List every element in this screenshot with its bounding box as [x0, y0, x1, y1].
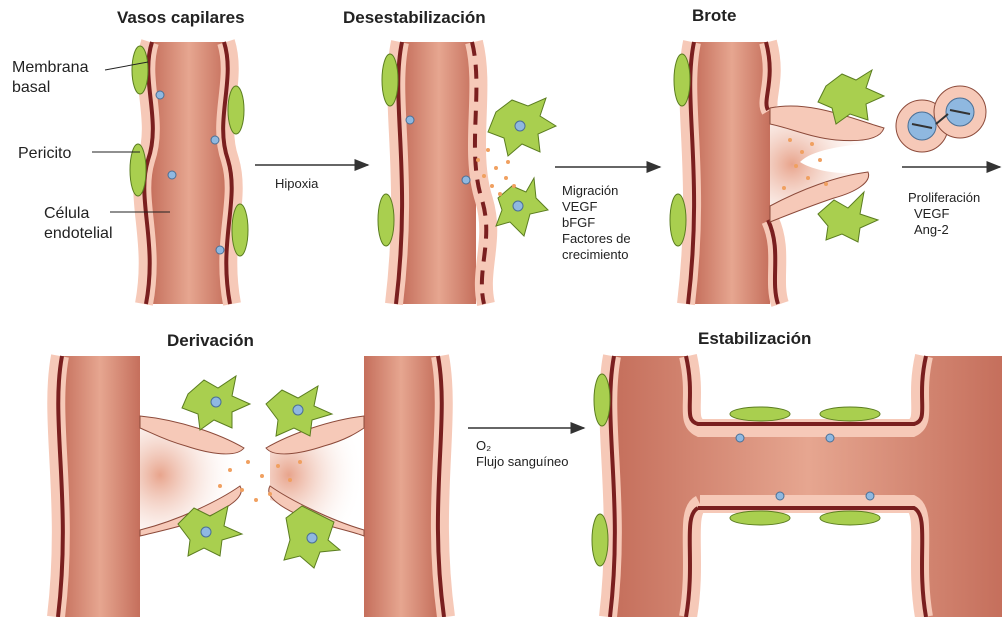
title-shunt: Derivación: [167, 331, 254, 351]
panel-shunt: [56, 356, 446, 617]
arrow-label-hypoxia: Hipoxia: [275, 176, 318, 192]
arrow-text: O₂: [476, 438, 569, 454]
panel-stabilization: [592, 356, 1002, 617]
arrow-text: VEGF: [562, 199, 631, 215]
arrow-text: VEGF: [908, 206, 980, 222]
pericyte: [132, 46, 148, 94]
label-endothelial-cell: Célula endotelial: [44, 204, 140, 244]
right-vessel-wall: [474, 42, 488, 304]
arrow-text: Proliferación: [908, 190, 980, 206]
arrow-text: Factores de: [562, 231, 631, 247]
pericyte: [820, 407, 880, 421]
label-pericyte: Pericito: [18, 144, 71, 164]
nucleus: [211, 397, 221, 407]
vessel-lumen: [60, 356, 140, 617]
arrow-text: crecimiento: [562, 247, 631, 263]
arrow-label-flow: O₂ Flujo sanguíneo: [476, 438, 569, 470]
vessel-lumen: [402, 42, 476, 304]
arrow-text: Migración: [562, 183, 631, 199]
pericyte: [378, 194, 394, 246]
pericyte: [232, 204, 248, 256]
bridge-vessel-gap-top: [690, 356, 922, 426]
nucleus: [776, 492, 784, 500]
label-basement-membrane: Membrana basal: [12, 58, 112, 98]
vessel-lumen: [364, 356, 438, 617]
pericyte: [670, 194, 686, 246]
proliferating-cell: [896, 86, 986, 152]
title-stabilization: Estabilización: [698, 329, 811, 349]
nucleus: [462, 176, 470, 184]
arrow-text: Flujo sanguíneo: [476, 454, 569, 470]
nucleus: [168, 171, 176, 179]
nucleus: [406, 116, 414, 124]
pericyte: [592, 514, 608, 566]
pericyte: [730, 511, 790, 525]
nucleus: [866, 492, 874, 500]
pericyte: [820, 511, 880, 525]
arrow-text: bFGF: [562, 215, 631, 231]
arrow-text: Ang-2: [908, 222, 980, 238]
nucleus: [736, 434, 744, 442]
arrow-label-proliferation: Proliferación VEGF Ang-2: [908, 190, 980, 238]
title-capillaries: Vasos capilares: [117, 8, 245, 28]
pericyte: [730, 407, 790, 421]
vessel-lumen: [150, 42, 228, 304]
nucleus: [216, 246, 224, 254]
arrow-text: Hipoxia: [275, 176, 318, 192]
pericyte: [594, 374, 610, 426]
pericyte: [228, 86, 244, 134]
arrow-label-migration: Migración VEGF bFGF Factores de crecimie…: [562, 183, 631, 263]
nucleus: [515, 121, 525, 131]
nucleus: [201, 527, 211, 537]
title-sprout: Brote: [692, 6, 736, 26]
vessel-lumen: [694, 42, 770, 304]
nucleus: [307, 533, 317, 543]
nucleus: [293, 405, 303, 415]
nucleus: [156, 91, 164, 99]
panel-destabilization: [378, 42, 556, 304]
nucleus: [826, 434, 834, 442]
panel-sprout: [670, 42, 986, 304]
nucleus: [211, 136, 219, 144]
pericyte: [674, 54, 690, 106]
pericyte: [382, 54, 398, 106]
nucleus: [513, 201, 523, 211]
panel-capillaries: [92, 42, 248, 304]
title-destabilization: Desestabilización: [343, 8, 486, 28]
bridge-vessel-gap-bottom: [690, 505, 922, 617]
